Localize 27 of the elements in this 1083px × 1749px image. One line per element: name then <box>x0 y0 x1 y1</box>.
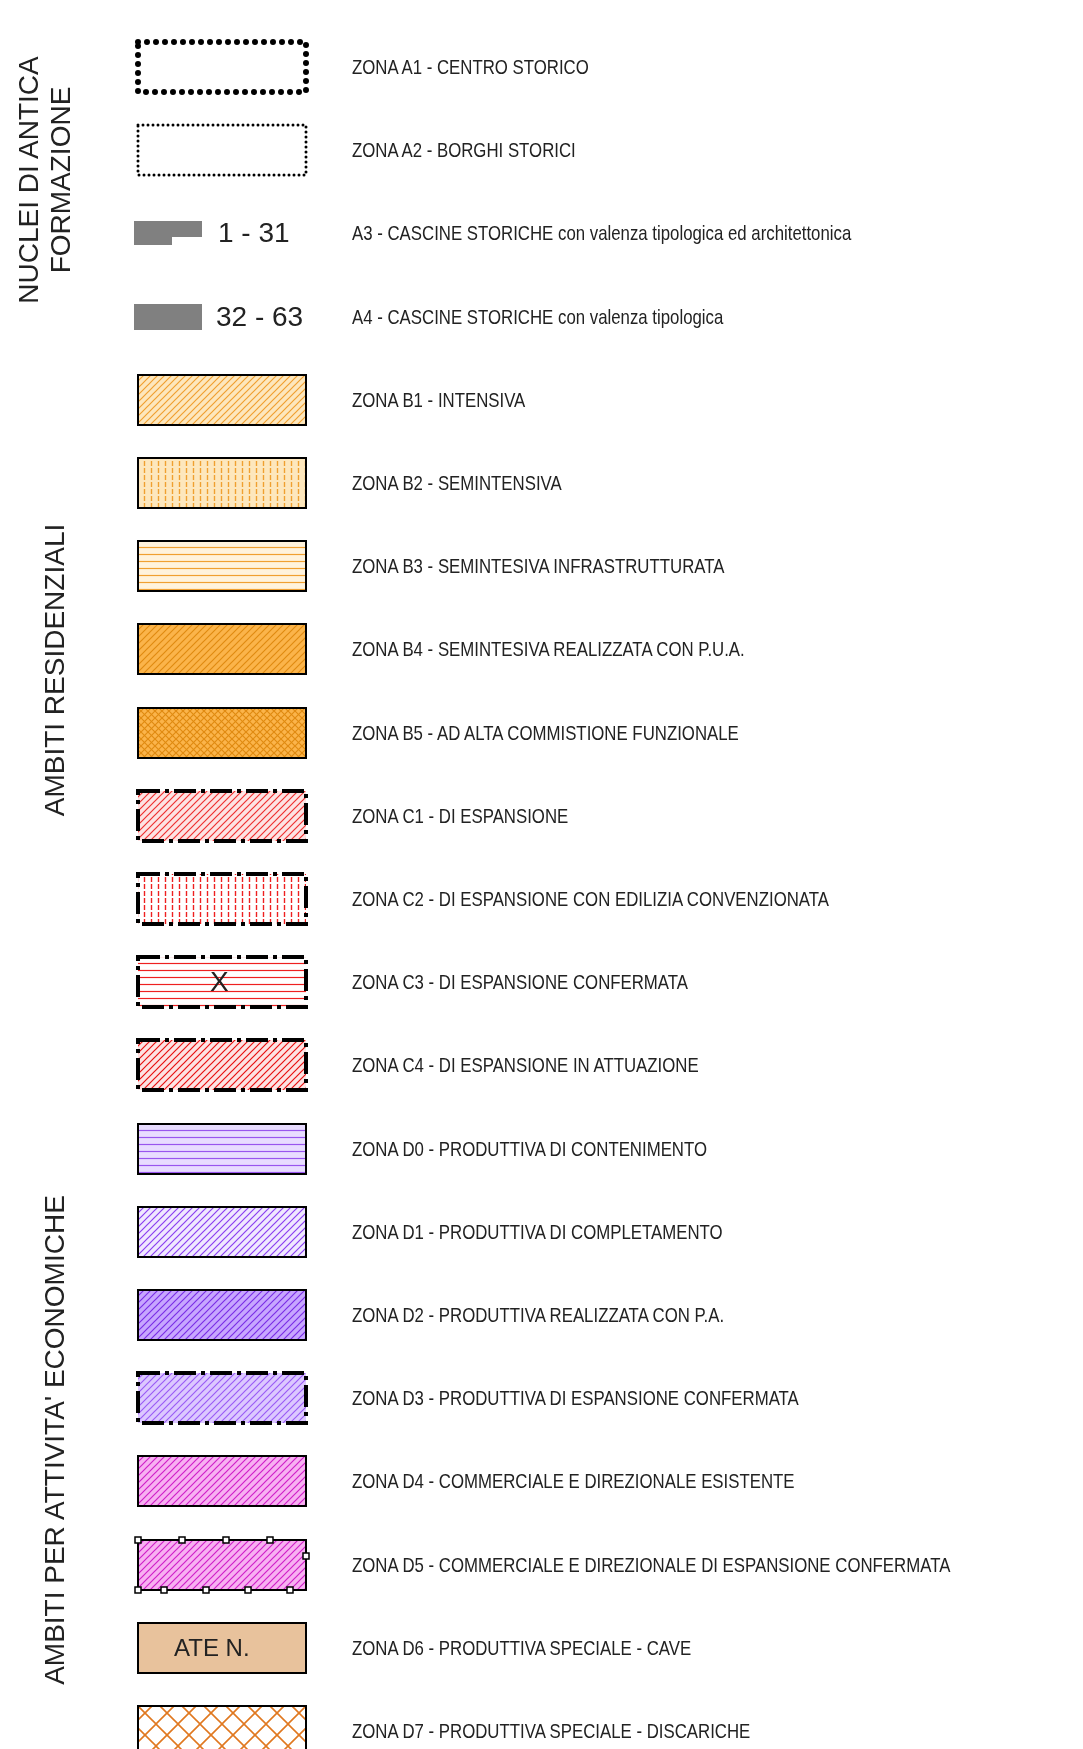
legend-text: ZONA B3 - SEMINTESIVA INFRASTRUTTURATA <box>352 553 725 580</box>
legend-text: A3 - CASCINE STORICHE con valenza tipologica ed architettonica <box>352 220 852 247</box>
legend-text: ZONA A2 - BORGHI STORICI <box>352 137 576 164</box>
legend-text: ZONA D1 - PRODUTTIVA DI COMPLETAMENTO <box>352 1218 723 1245</box>
swatch-label: ATE N. <box>174 1632 250 1663</box>
group-heading: AMBITI PER ATTIVITA' ECONOMICHE <box>38 1195 71 1685</box>
group-heading: NUCLEI DI ANTICA FORMAZIONE <box>13 55 77 306</box>
legend-text: ZONA D6 - PRODUTTIVA SPECIALE - CAVE <box>352 1634 692 1661</box>
swatch-label: 1 - 31 <box>218 218 290 249</box>
legend-text: ZONA C3 - DI ESPANSIONE CONFERMATA <box>352 969 689 996</box>
swatch-label: 32 - 63 <box>216 301 304 332</box>
legend-text: ZONA D2 - PRODUTTIVA REALIZZATA CON P.A. <box>352 1302 725 1328</box>
legend-text: ZONA C4 - DI ESPANSIONE IN ATTUAZIONE <box>352 1052 699 1079</box>
legend-text: ZONA D7 - PRODUTTIVA SPECIALE - DISCARICHE <box>352 1718 751 1744</box>
legend-text: ZONA D4 - COMMERCIALE E DIREZIONALE ESISTENTE <box>352 1468 795 1495</box>
legend-text: ZONA C1 - DI ESPANSIONE <box>352 802 569 829</box>
legend-text: ZONA D0 - PRODUTTIVA DI CONTENIMENTO <box>352 1135 707 1162</box>
group-heading: AMBITI RESIDENZIALI <box>38 523 71 817</box>
legend-text: ZONA B5 - AD ALTA COMMISTIONE FUNZIONALE <box>352 719 739 746</box>
legend-text: ZONA B4 - SEMINTESIVA REALIZZATA CON P.U.A. <box>352 636 745 663</box>
legend-text: ZONA D3 - PRODUTTIVA DI ESPANSIONE CONFERMATA <box>352 1385 799 1412</box>
legend-text: ZONA A1 - CENTRO STORICO <box>352 54 589 80</box>
legend-text: ZONA B2 - SEMINTENSIVA <box>352 470 562 496</box>
legend-text: ZONA D5 - COMMERCIALE E DIREZIONALE DI ESPANSIONE CONFERMATA <box>352 1551 951 1578</box>
legend-text: ZONA B1 - INTENSIVA <box>352 386 526 413</box>
legend-text: ZONA C2 - DI ESPANSIONE CON EDILIZIA CONVENZIONATA <box>352 886 829 912</box>
legend-text: A4 - CASCINE STORICHE con valenza tipologica <box>352 303 724 330</box>
